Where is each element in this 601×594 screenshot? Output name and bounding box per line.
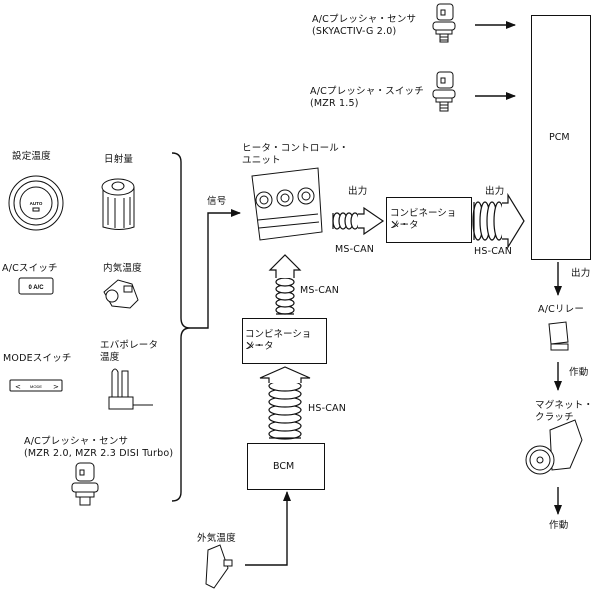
temperature-dial-icon xyxy=(8,175,64,231)
signal-arrow xyxy=(190,209,241,329)
evaporator-temp-sensor-icon xyxy=(108,368,153,410)
cabin-temp-label: 内気温度 xyxy=(103,263,142,274)
output-label-ms: 出力 xyxy=(348,186,368,197)
set-temp-label: 設定温度 xyxy=(12,151,51,162)
heater-control-unit-icon xyxy=(251,167,323,241)
combo-meter-label-2: メータ xyxy=(390,220,419,231)
magnet-clutch-label-2: クラッチ xyxy=(535,412,574,423)
mode-switch-face: MODE xyxy=(30,384,42,389)
solar-sensor-icon xyxy=(101,178,135,230)
pressure-sensor-variant: (MZR 2.0, MZR 2.3 DISI Turbo) xyxy=(24,448,174,459)
mode-left-arrow-icon: < xyxy=(15,383,21,391)
heater-unit-label-1: ヒータ・コントロール・ xyxy=(242,143,349,154)
mode-switch-icon xyxy=(9,379,63,392)
magnet-clutch-icon xyxy=(525,419,583,475)
evap-temp-label-2: 温度 xyxy=(100,352,120,363)
sensor-top-2-variant: (MZR 1.5) xyxy=(310,98,359,109)
solar-label: 日射量 xyxy=(104,154,134,165)
outside-temp-label: 外気温度 xyxy=(197,533,236,544)
combo-meter-box-right: コンビネーション・ メータ xyxy=(386,197,472,243)
input-brace xyxy=(171,152,191,502)
outside-temp-sensor-icon xyxy=(205,544,233,589)
heater-unit-label-2: ユニット xyxy=(242,155,281,166)
bcm-box: BCM xyxy=(247,443,325,490)
ac-switch-label: A/Cスイッチ xyxy=(2,263,58,274)
pcm-label: PCM xyxy=(549,132,570,143)
combo-meter-label-1: コンビネーション・ xyxy=(390,208,457,231)
pressure-sensor-label: A/Cプレッシャ・センサ xyxy=(24,436,129,447)
mode-right-arrow-icon: > xyxy=(53,383,59,391)
ac-relay-icon xyxy=(548,321,569,351)
combo-meter-center-label-2: メータ xyxy=(245,341,274,352)
hs-can-label-vertical: HS-CAN xyxy=(308,403,347,414)
dial-auto-label: AUTO xyxy=(30,201,43,206)
signal-label: 信号 xyxy=(207,196,227,207)
ac-relay-label: A/Cリレー xyxy=(538,304,585,315)
pressure-sensor-lower-icon xyxy=(71,462,99,506)
evap-temp-label-1: エバポレータ xyxy=(100,340,159,351)
output-label-pcm: 出力 xyxy=(571,268,591,279)
sensor-top-1-name: A/Cプレッシャ・センサ xyxy=(312,14,417,25)
ac-switch-icon xyxy=(18,277,54,295)
mode-switch-label: MODEスイッチ xyxy=(3,353,72,364)
hs-can-label-horizontal: HS-CAN xyxy=(474,246,513,257)
pressure-switch-icon xyxy=(432,71,456,112)
hs-can-arrow-vertical xyxy=(259,366,311,440)
magnet-clutch-label-1: マグネット・ xyxy=(535,400,594,411)
operate-label-clutch: 作動 xyxy=(549,520,569,531)
hs-can-arrow-horizontal xyxy=(472,192,525,250)
pcm-box: PCM xyxy=(531,15,591,260)
output-label-hs: 出力 xyxy=(485,186,505,197)
pressure-sensor-icon xyxy=(432,3,456,43)
ms-can-arrow-vertical xyxy=(268,254,302,315)
ms-can-arrow-horizontal xyxy=(332,206,385,236)
bcm-label: BCM xyxy=(273,461,295,472)
cabin-temp-sensor-icon xyxy=(103,279,139,309)
outside-temp-arrow xyxy=(245,491,291,566)
combo-meter-center-label-1: コンビネーション・ xyxy=(245,329,312,352)
combo-meter-box-center: コンビネーション・ メータ xyxy=(242,318,327,364)
sensor-top-1-variant: (SKYACTIV-G 2.0) xyxy=(312,26,397,37)
sensor-top-2-name: A/Cプレッシャ・スイッチ xyxy=(310,86,424,97)
ms-can-label-vertical: MS-CAN xyxy=(300,285,340,296)
operate-label-relay: 作動 xyxy=(569,367,589,378)
ac-switch-face: 0 A/C xyxy=(28,285,44,291)
ms-can-label-horizontal: MS-CAN xyxy=(335,244,375,255)
